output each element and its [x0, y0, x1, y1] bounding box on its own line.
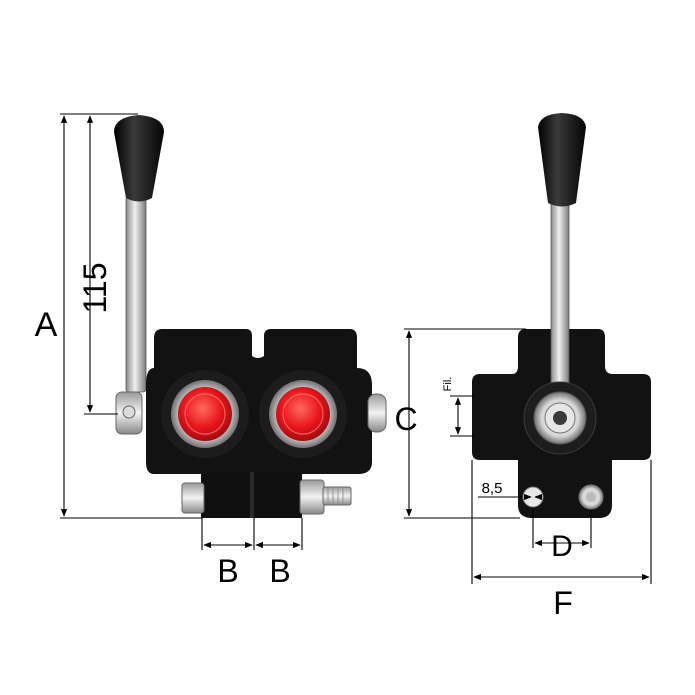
label-hole-8-5: 8,5	[482, 480, 503, 497]
port-right	[259, 370, 347, 458]
side-lever-knob-icon	[538, 113, 586, 207]
side-view	[472, 113, 651, 518]
label-115: 115	[77, 262, 113, 313]
body-lower-gap	[250, 472, 254, 518]
lever-knob-icon	[114, 115, 164, 202]
side-pivot-hole-icon	[553, 411, 567, 425]
label-F: F	[553, 585, 573, 621]
front-dimensions: A 115 B B	[35, 113, 303, 589]
label-fil: Fil.	[442, 377, 454, 392]
front-view	[114, 115, 387, 518]
right-plug	[367, 393, 387, 433]
bottom-fitting-right-hex	[299, 479, 325, 515]
port-left	[161, 370, 249, 458]
label-C: C	[394, 401, 417, 437]
pivot-pin-icon	[122, 405, 136, 419]
bottom-fitting-right-thread	[322, 486, 352, 506]
side-dimensions: C Fil. 8,5 D F	[394, 328, 652, 621]
lever-rod	[125, 195, 147, 393]
mounting-hole-left-icon	[522, 486, 544, 508]
label-B-right: B	[269, 553, 290, 589]
label-B-left: B	[217, 553, 238, 589]
bottom-fitting-left	[181, 482, 205, 514]
label-A: A	[35, 306, 58, 344]
label-D: D	[551, 530, 573, 563]
thread-lines	[327, 487, 344, 505]
